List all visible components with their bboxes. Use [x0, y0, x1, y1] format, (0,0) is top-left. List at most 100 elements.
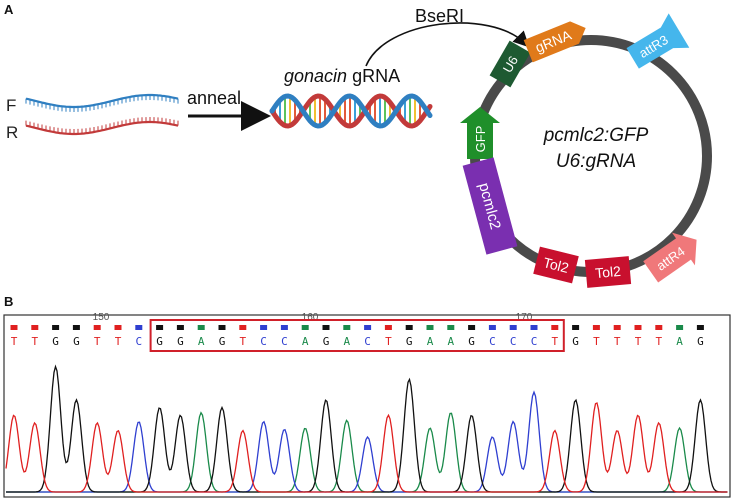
quality-bar	[468, 325, 476, 330]
quality-bar	[488, 325, 496, 330]
feature-grna: gRNA	[523, 21, 586, 63]
base-letter: G	[73, 335, 80, 348]
base-letter: G	[156, 335, 163, 348]
base-call: C	[260, 325, 268, 348]
base-letter: T	[385, 335, 392, 348]
base-call: G	[696, 325, 704, 348]
base-call: G	[572, 325, 580, 348]
base-letter: G	[697, 335, 704, 348]
target-highlight-box	[149, 319, 565, 352]
base-letter: G	[219, 335, 226, 348]
grna-title: gonacin gRNA	[284, 66, 400, 86]
base-letter: G	[177, 335, 184, 348]
base-letter: G	[52, 335, 59, 348]
base-call: A	[301, 325, 309, 348]
feature-pcmlc2: pcmlc2	[462, 157, 518, 255]
gene-name: gonacin	[284, 66, 347, 86]
quality-bar	[343, 325, 351, 330]
base-call: G	[218, 325, 226, 348]
tick-160: 160	[302, 312, 319, 323]
base-letter: G	[406, 335, 413, 348]
base-letter: C	[281, 335, 288, 348]
base-call: A	[197, 325, 205, 348]
base-call: T	[551, 325, 558, 348]
base-letter: A	[427, 335, 434, 348]
base-call: T	[592, 325, 600, 348]
quality-bar	[384, 325, 392, 330]
trace-t	[5, 402, 728, 493]
base-call: C	[509, 325, 517, 348]
quality-bar	[31, 325, 39, 330]
base-call: A	[676, 325, 683, 348]
quality-bar	[322, 325, 330, 330]
base-call: C	[280, 325, 288, 348]
feature-tol2-right-label: Tol2	[595, 263, 622, 281]
quality-bar	[176, 325, 184, 330]
feature-gfp-label: GFP	[473, 126, 488, 153]
base-letter: C	[364, 335, 371, 348]
base-call: A	[426, 325, 434, 348]
base-letter: C	[135, 335, 142, 348]
quality-bar	[280, 325, 288, 330]
quality-bar	[405, 325, 413, 330]
base-call: T	[655, 325, 662, 348]
base-letter: T	[635, 335, 642, 348]
base-call: A	[447, 325, 454, 348]
plasmid-name-line1: pcmlc2:GFP	[543, 125, 649, 146]
base-call: T	[10, 325, 18, 348]
base-letter: A	[447, 335, 454, 348]
strand-f-label: F	[6, 96, 16, 115]
base-letter: T	[11, 335, 18, 348]
base-call: T	[634, 325, 642, 348]
plasmid: pcmlc2:GFP U6:gRNA U6 gRNA attR3 GFP pcm…	[460, 13, 712, 288]
plasmid-name-line2: U6:gRNA	[556, 151, 636, 172]
quality-bar	[301, 325, 309, 330]
quality-bar	[696, 325, 704, 330]
base-letter: C	[531, 335, 538, 348]
base-letter: A	[198, 335, 205, 348]
quality-bar	[613, 325, 621, 330]
base-letter: A	[302, 335, 309, 348]
base-call: T	[239, 325, 246, 348]
base-call: T	[93, 325, 101, 348]
base-call: A	[343, 325, 350, 348]
base-letter: T	[593, 335, 600, 348]
quality-bar	[634, 325, 642, 330]
anneal-label: anneal	[187, 88, 241, 108]
base-call: G	[72, 325, 80, 348]
base-call: T	[613, 325, 621, 348]
quality-bar	[426, 325, 434, 330]
quality-bar	[197, 325, 205, 330]
base-letter: C	[489, 335, 496, 348]
quality-bar	[676, 325, 684, 330]
quality-bar	[93, 325, 101, 330]
feature-u6-label: U6	[500, 53, 521, 75]
base-call: T	[384, 325, 392, 348]
feature-u6: U6	[489, 40, 531, 88]
feature-gfp: GFP	[460, 107, 500, 159]
gene-suffix: gRNA	[347, 66, 400, 86]
quality-bar	[572, 325, 580, 330]
base-letter: G	[468, 335, 475, 348]
feature-tol2-left-label: Tol2	[542, 254, 571, 276]
r-oligo	[25, 117, 179, 136]
feature-tol2-right: Tol2	[584, 256, 632, 288]
base-letter: T	[115, 335, 122, 348]
quality-bar	[135, 325, 143, 330]
base-letter: G	[323, 335, 330, 348]
base-call: C	[135, 325, 143, 348]
quality-bar	[72, 325, 80, 330]
quality-bar	[218, 325, 226, 330]
base-letter: C	[510, 335, 517, 348]
base-call: G	[322, 325, 330, 348]
quality-bar	[592, 325, 600, 330]
base-call: G	[405, 325, 413, 348]
enzyme-label: BseRI	[415, 6, 464, 26]
f-oligo	[25, 93, 179, 112]
strand-r-label: R	[6, 123, 18, 142]
base-letter: A	[676, 335, 683, 348]
enzyme-arrow	[365, 22, 530, 67]
chromatogram-traces	[5, 364, 728, 493]
